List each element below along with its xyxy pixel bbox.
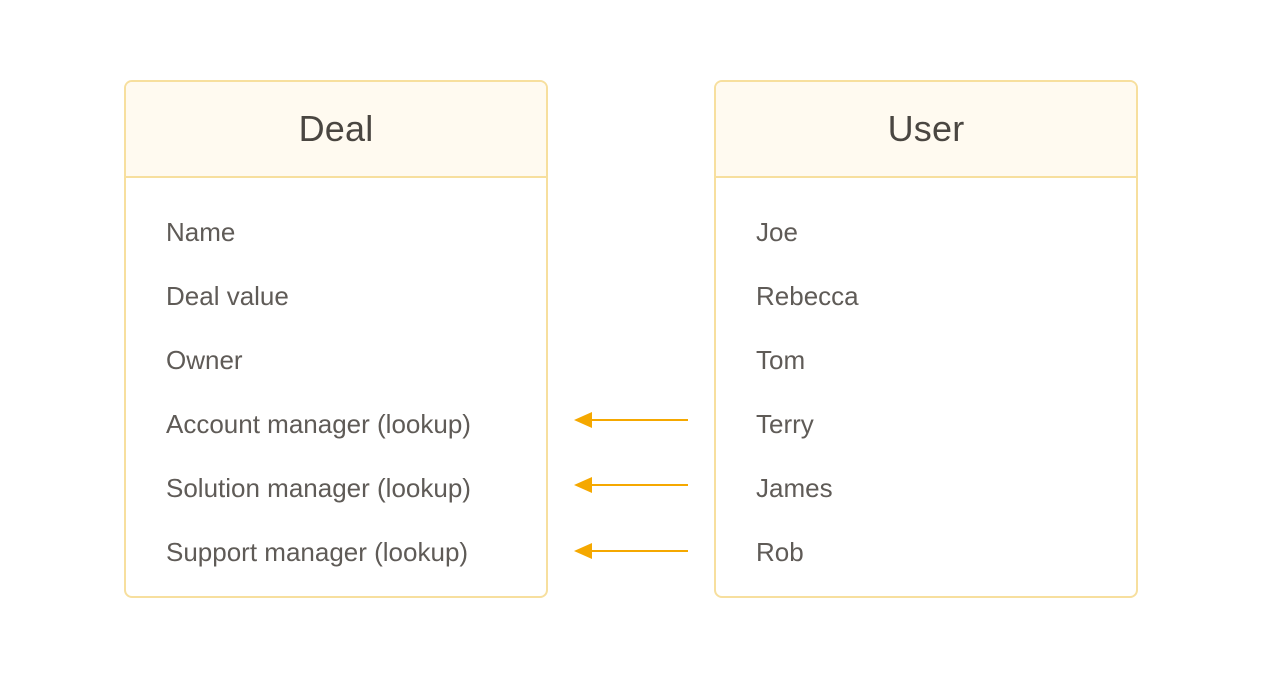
deal-field-row: Account manager (lookup) bbox=[126, 392, 546, 456]
deal-field-name: Name bbox=[166, 216, 236, 247]
deal-table-title: Deal bbox=[298, 108, 374, 149]
user-table-header: User bbox=[716, 82, 1136, 178]
deal-field-owner: Owner bbox=[166, 344, 243, 375]
user-record-row: James bbox=[716, 456, 1136, 520]
deal-field-support-manager: Support manager (lookup) bbox=[166, 536, 469, 567]
arrow-left-icon bbox=[574, 412, 688, 428]
user-table-title: User bbox=[887, 108, 965, 149]
deal-field-account-manager: Account manager (lookup) bbox=[166, 408, 471, 439]
user-record-joe: Joe bbox=[756, 216, 798, 247]
deal-field-row: Deal value bbox=[126, 264, 546, 328]
arrow-rob-to-support-manager bbox=[572, 541, 690, 561]
deal-field-row: Owner bbox=[126, 328, 546, 392]
user-table: User Joe Rebecca Tom Terry James Rob bbox=[714, 80, 1138, 598]
deal-field-solution-manager: Solution manager (lookup) bbox=[166, 472, 471, 503]
deal-field-row: Name bbox=[126, 200, 546, 264]
deal-field-row: Support manager (lookup) bbox=[126, 520, 546, 584]
arrow-terry-to-account-manager bbox=[572, 410, 690, 430]
user-record-row: Rebecca bbox=[716, 264, 1136, 328]
user-record-row: Rob bbox=[716, 520, 1136, 584]
user-record-rob: Rob bbox=[756, 536, 804, 567]
arrow-left-icon bbox=[574, 543, 688, 559]
user-record-list: Joe Rebecca Tom Terry James Rob bbox=[716, 178, 1136, 584]
user-record-row: Terry bbox=[716, 392, 1136, 456]
deal-field-deal-value: Deal value bbox=[166, 280, 289, 311]
arrow-left-icon bbox=[574, 477, 688, 493]
user-record-rebecca: Rebecca bbox=[756, 280, 859, 311]
deal-field-list: Name Deal value Owner Account manager (l… bbox=[126, 178, 546, 584]
user-record-terry: Terry bbox=[756, 408, 814, 439]
user-record-tom: Tom bbox=[756, 344, 806, 375]
user-record-row: Tom bbox=[716, 328, 1136, 392]
user-record-row: Joe bbox=[716, 200, 1136, 264]
deal-table-header: Deal bbox=[126, 82, 546, 178]
deal-table: Deal Name Deal value Owner Account manag… bbox=[124, 80, 548, 598]
deal-field-row: Solution manager (lookup) bbox=[126, 456, 546, 520]
user-record-james: James bbox=[756, 472, 833, 503]
arrow-james-to-solution-manager bbox=[572, 475, 690, 495]
